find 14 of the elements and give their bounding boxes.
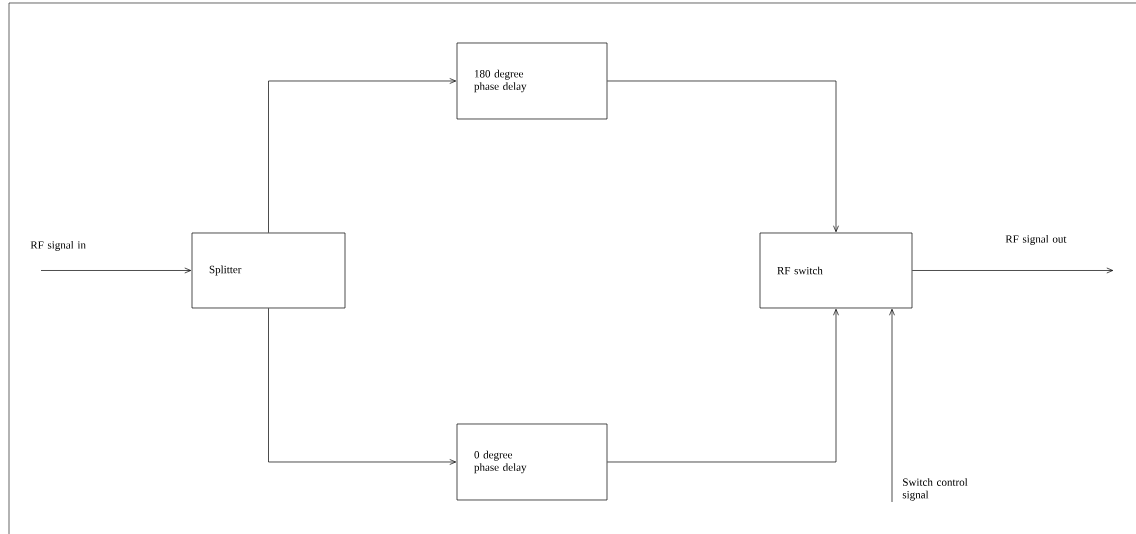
- arrow: [40, 267, 192, 274]
- arrow: [912, 267, 1114, 274]
- arrow: [607, 80, 839, 233]
- arrow: [607, 308, 839, 463]
- process-box: Splitter: [191, 232, 346, 309]
- arrow: [889, 308, 895, 503]
- signal-label: RF signal in: [30, 241, 86, 251]
- arrow: [268, 78, 457, 233]
- process-box: 0 degree phase delay: [456, 423, 608, 501]
- arrow: [268, 308, 457, 465]
- process-box: RF switch: [759, 232, 913, 309]
- signal-label: Switch control signal: [902, 478, 968, 501]
- signal-label: RF signal out: [1005, 235, 1067, 245]
- process-box: 180 degree phase delay: [456, 42, 608, 120]
